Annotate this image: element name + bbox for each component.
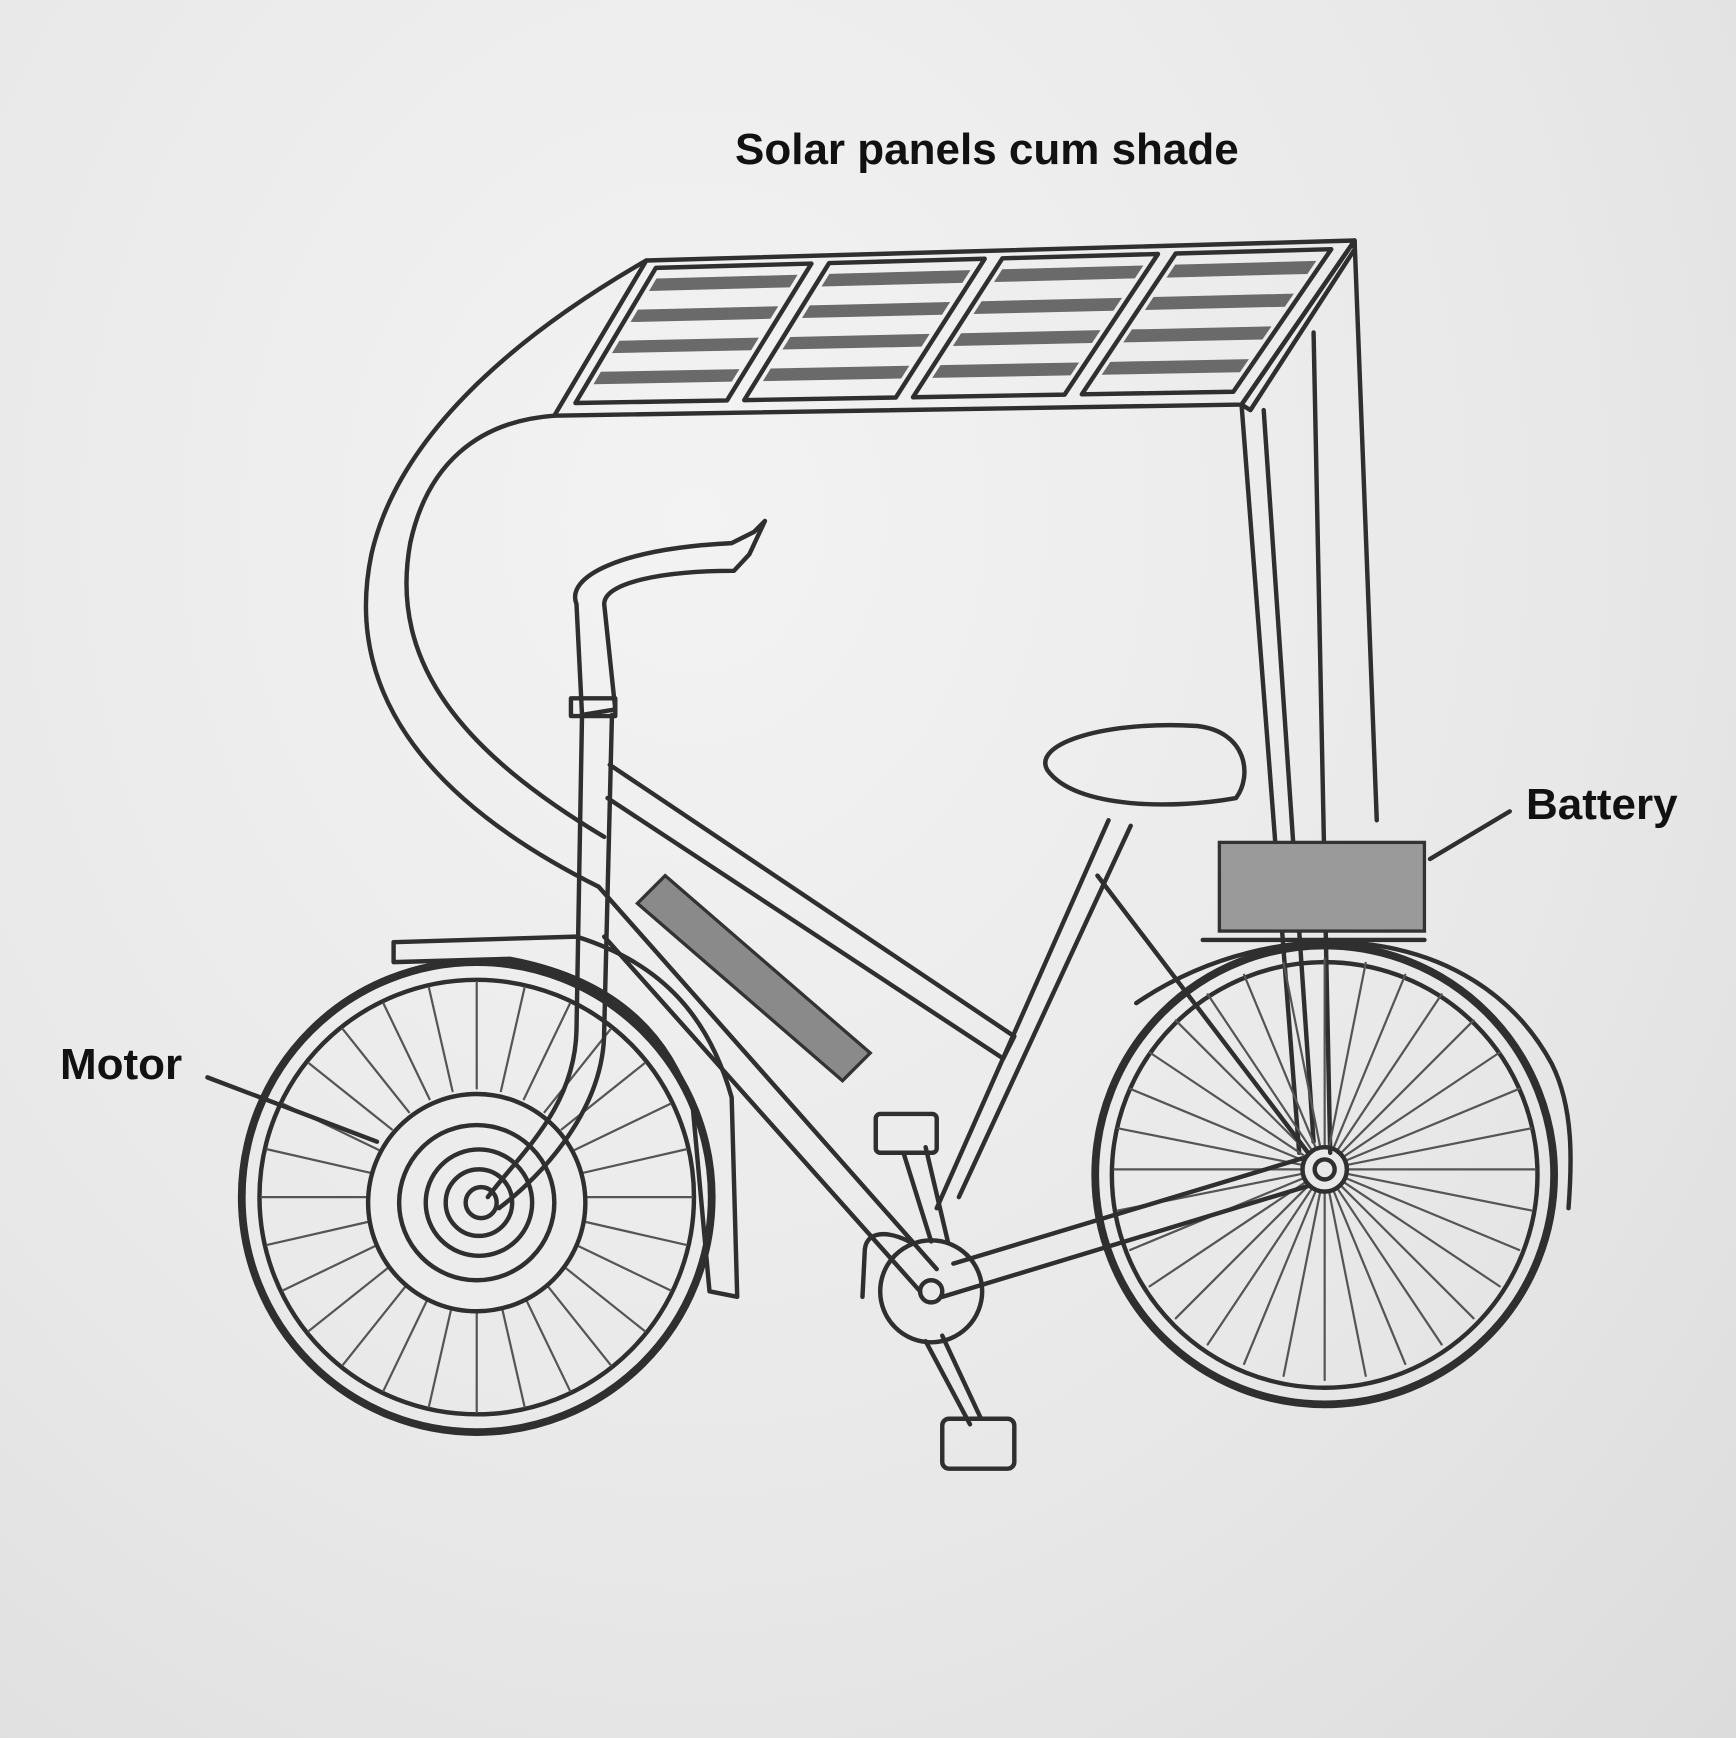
spoke	[1332, 973, 1407, 1151]
spoke	[1335, 993, 1443, 1153]
hub-motor	[365, 1091, 588, 1314]
motor-leader-line	[205, 1075, 380, 1144]
spoke	[341, 1280, 411, 1367]
spoke	[581, 1148, 688, 1175]
solar-cell-strip	[611, 337, 759, 354]
spoke	[1345, 1172, 1533, 1212]
spoke	[1148, 1051, 1308, 1159]
spoke	[1242, 1188, 1318, 1366]
spoke	[427, 986, 454, 1093]
spoke	[499, 1301, 526, 1408]
battery-box	[1200, 840, 1427, 943]
spoke	[560, 1263, 646, 1333]
solar-cell-strip	[801, 302, 951, 319]
spoke	[1341, 1180, 1501, 1288]
spoke	[1327, 1190, 1367, 1378]
solar-cell-strip	[1123, 326, 1272, 343]
spoke	[307, 1061, 393, 1131]
spoke	[543, 1280, 612, 1367]
spoke	[1128, 1087, 1306, 1163]
spoke	[265, 1220, 372, 1247]
solar-panel-canopy	[552, 238, 1357, 418]
solar-cell-strip	[630, 306, 779, 323]
spoke	[1345, 1127, 1533, 1167]
solar-cell-strip	[782, 333, 930, 350]
spoke	[1148, 1180, 1308, 1288]
spoke	[499, 986, 526, 1093]
solar-cell-strip	[994, 265, 1144, 283]
solar-cell	[910, 251, 1161, 400]
spoke	[1117, 1127, 1305, 1167]
solar-cell-strip	[932, 362, 1080, 378]
solar-cell-strip	[649, 274, 798, 291]
spoke	[281, 1243, 380, 1292]
solar-cell-strip	[1101, 359, 1249, 375]
solar-cell	[1079, 246, 1334, 397]
spoke	[1339, 1183, 1475, 1320]
spoke	[1327, 961, 1367, 1149]
bicycle-frame	[485, 518, 1311, 1300]
solar-cell-strip	[1144, 293, 1294, 311]
solar-cell-strip	[973, 297, 1122, 315]
canopy-support-poles	[363, 238, 1379, 1155]
spoke	[1206, 1186, 1314, 1346]
solar-cell-strip	[1166, 260, 1317, 278]
rear-wheel	[1091, 939, 1573, 1409]
spoke	[382, 1293, 431, 1392]
spoke	[341, 1027, 411, 1114]
spoke	[1174, 1019, 1311, 1155]
diagram-title: Solar panels cum shade	[735, 125, 1239, 174]
solar-cell-strip	[952, 330, 1101, 346]
frame-battery	[635, 873, 873, 1083]
spoke	[265, 1148, 372, 1175]
battery-leader-line	[1427, 809, 1512, 862]
spoke	[1335, 1186, 1443, 1346]
front-wheel	[237, 958, 716, 1436]
spoke	[543, 1027, 612, 1114]
spoke	[573, 1102, 672, 1152]
spoke	[560, 1061, 646, 1131]
battery-label: Battery	[1526, 780, 1678, 829]
motor-label: Motor	[60, 1040, 183, 1089]
crank-pedals	[860, 1111, 1017, 1471]
solar-cell	[573, 261, 814, 406]
spoke	[522, 1002, 572, 1101]
spoke	[1174, 1183, 1311, 1320]
spoke	[522, 1293, 572, 1392]
spoke	[581, 1220, 688, 1247]
spoke	[1242, 973, 1318, 1151]
spoke	[1344, 1087, 1521, 1163]
spoke	[307, 1263, 393, 1333]
solar-cell	[742, 256, 987, 403]
solar-cell-strip	[593, 369, 740, 385]
spoke	[573, 1243, 672, 1292]
spoke	[382, 1002, 431, 1101]
solar-cell-strip	[762, 365, 910, 382]
spoke	[1341, 1051, 1501, 1159]
spoke	[1206, 993, 1314, 1153]
spoke	[427, 1301, 454, 1408]
spoke	[1344, 1176, 1521, 1252]
solar-cell-strip	[821, 270, 971, 287]
spoke	[1282, 961, 1322, 1149]
spoke	[1339, 1019, 1475, 1155]
spoke	[1282, 1190, 1322, 1378]
spoke	[1332, 1188, 1407, 1366]
